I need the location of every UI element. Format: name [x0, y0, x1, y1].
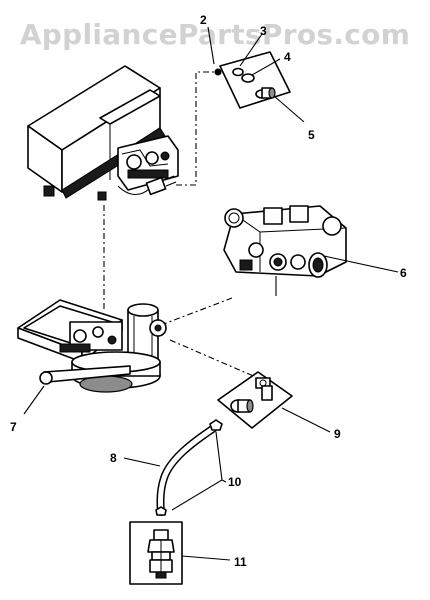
o-ring-large	[241, 73, 255, 83]
seal-ball	[214, 68, 222, 76]
power-cord-plug	[117, 175, 177, 196]
hex-adapter	[147, 529, 175, 579]
label-part-7: 7	[10, 420, 17, 434]
label-part-6: 6	[400, 266, 407, 280]
timer-gear-block	[117, 135, 179, 191]
elbow-fitting	[255, 377, 273, 401]
label-part-2: 2	[200, 13, 207, 27]
label-part-11: 11	[234, 555, 247, 569]
timer-housing	[27, 65, 179, 201]
label-part-8: 8	[110, 451, 117, 465]
label-part-5: 5	[308, 128, 315, 142]
seal-kit-panel	[207, 26, 305, 123]
assembly-line-housing-to-seal-kit	[176, 71, 218, 186]
assembly-line-valve-to-fitting	[169, 339, 259, 379]
adapter-panel	[129, 521, 231, 585]
label-part-4: 4	[284, 50, 291, 64]
control-valve-head	[17, 299, 167, 415]
compression-nut	[230, 399, 254, 413]
label-part-9: 9	[334, 427, 341, 441]
watermark: AppliancePartsPros.com	[19, 18, 411, 51]
label-part-10: 10	[228, 475, 242, 489]
check-valve-plug	[255, 87, 276, 99]
o-ring-small	[232, 67, 244, 77]
fitting-panel	[217, 371, 331, 433]
label-part-3: 3	[260, 24, 267, 38]
valve-body	[223, 205, 399, 296]
drain-tube	[123, 424, 218, 516]
flow-control-fittings	[155, 419, 227, 516]
